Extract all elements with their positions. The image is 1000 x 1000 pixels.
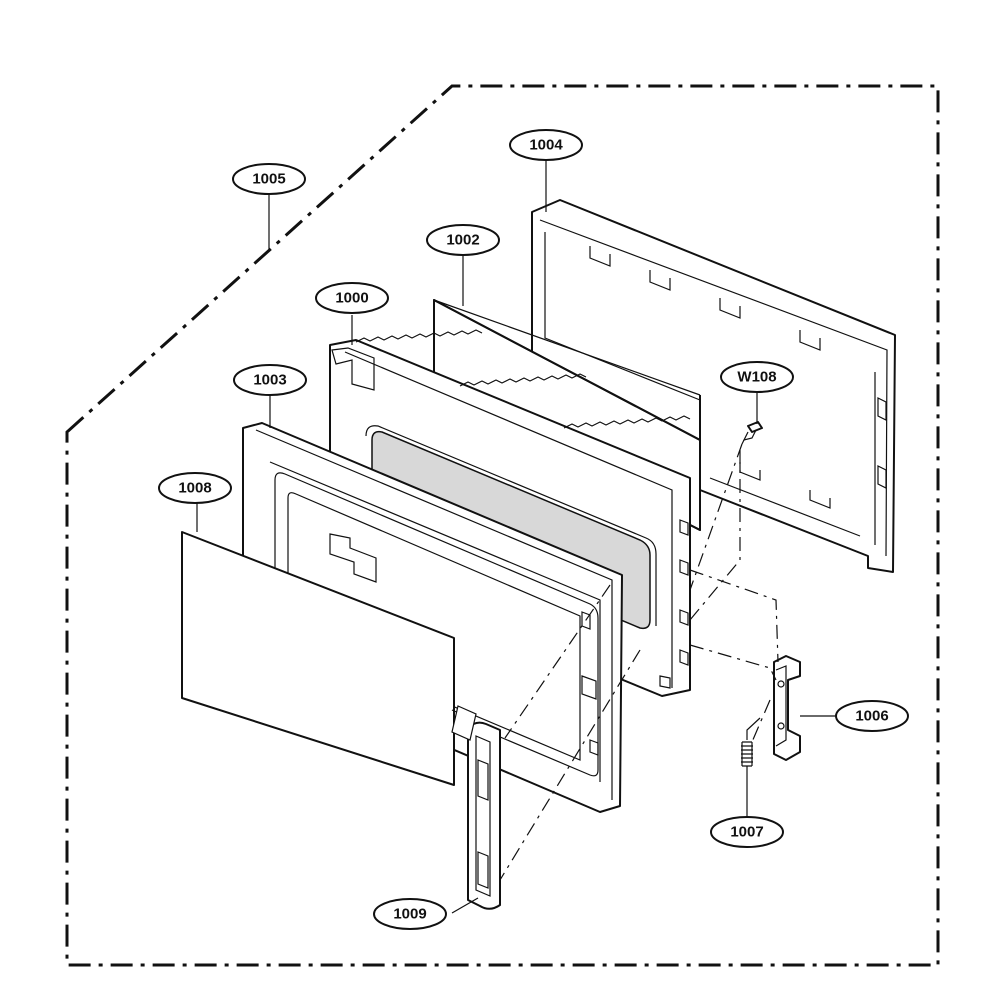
callout-1006: 1006 <box>835 700 909 732</box>
callout-1003-text: 1003 <box>253 372 286 389</box>
callout-1007-text: 1007 <box>730 824 763 841</box>
callout-1005-text: 1005 <box>252 171 285 188</box>
callout-1004: 1004 <box>509 129 583 161</box>
callout-1008: 1008 <box>158 472 232 504</box>
part-w108-screw <box>741 421 763 445</box>
callout-1009: 1009 <box>373 898 447 930</box>
assembly-boundary <box>65 84 940 967</box>
assembly-guide-lines <box>499 443 779 881</box>
leader-lines <box>196 160 838 914</box>
callout-1008-text: 1008 <box>178 480 211 497</box>
callout-1002: 1002 <box>426 224 500 256</box>
callout-1006-text: 1006 <box>855 708 888 725</box>
part-1009-handle <box>451 705 501 910</box>
callout-1002-text: 1002 <box>446 232 479 249</box>
callout-1000-text: 1000 <box>335 290 368 307</box>
callout-1007: 1007 <box>710 816 784 848</box>
part-1006-latch-hook <box>773 655 801 761</box>
part-1007-spring <box>741 717 761 767</box>
callout-w108-text: W108 <box>737 369 776 386</box>
callout-w108: W108 <box>720 361 794 393</box>
callout-1000: 1000 <box>315 282 389 314</box>
part-1008-front-panel <box>181 531 455 786</box>
callout-1004-text: 1004 <box>529 137 563 154</box>
callout-1009-text: 1009 <box>393 906 426 923</box>
callout-1003: 1003 <box>233 364 307 396</box>
callout-1005: 1005 <box>232 163 306 195</box>
